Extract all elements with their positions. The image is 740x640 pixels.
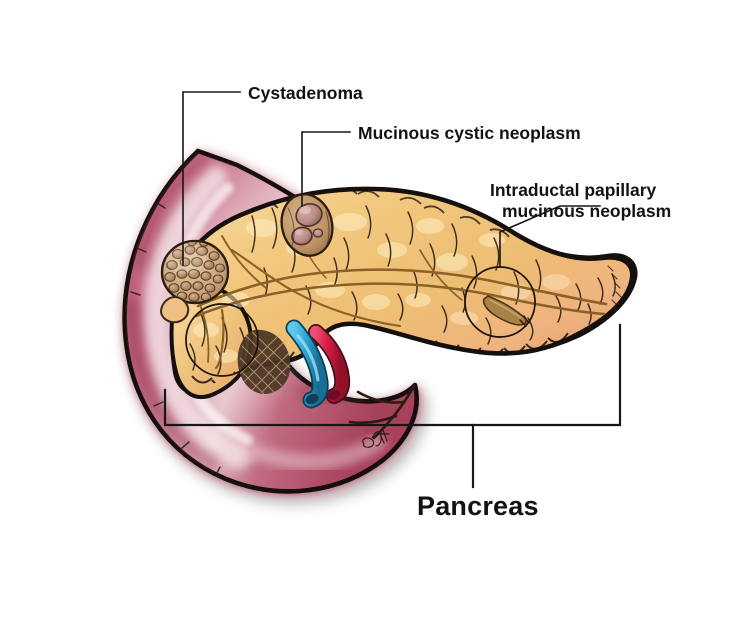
mcn-rim [280,193,334,257]
leader-cystadenoma [182,91,241,266]
retroperitoneal-mesh [237,329,291,395]
leader-mcn [301,131,351,207]
vein-lumen [305,393,319,405]
artery-lumen [327,390,341,400]
mcn-cysts [287,202,330,249]
head-circle-marker [185,303,259,377]
head-duct-marker [185,303,259,377]
mcn-cyst-small [291,226,313,246]
pancreas-bracket [163,323,622,489]
duodenum-contour-marks [130,202,221,476]
duct-branch-head [197,299,210,363]
duct-branch-1 [230,248,402,328]
cystadenoma-adjacent-lobule [160,296,190,324]
leader-ipmn [499,205,601,268]
leader-lines [182,91,601,268]
label-ipmn-line1: Intraductal papillary [490,180,657,200]
label-mucinous-cystic-neoplasm: Mucinous cystic neoplasm [358,123,581,143]
cystadenoma-rim [160,239,230,305]
ipmn-duct-highlight [489,299,522,319]
mucinous-cystic-neoplasm-lesion [280,193,334,257]
pancreas-surface-detail [189,190,622,387]
label-pancreas: Pancreas [417,491,539,521]
duodenum-lower-highlight [248,434,386,470]
head-duct-segment [214,308,225,370]
duct-branch-3 [419,249,463,301]
artist-signature [362,429,390,448]
bracket-span [163,323,622,427]
ipmn-lesion [464,266,536,338]
label-ipmn-line2: mucinous neoplasm [502,201,671,221]
duodenum-rim-left [125,299,221,473]
mcn-cyst-large [295,202,323,228]
label-cystadenoma: Cystadenoma [248,83,363,103]
duct-branch-2 [221,235,267,289]
vessels [285,319,351,409]
mcn-cyst-tiny [312,228,324,238]
serous-cystadenoma-lesion [160,239,230,324]
pancreas-tail-hatching [607,265,622,306]
duct-main-upper [196,268,608,308]
duct-main-lower [194,282,606,318]
vein-specular [296,334,320,382]
